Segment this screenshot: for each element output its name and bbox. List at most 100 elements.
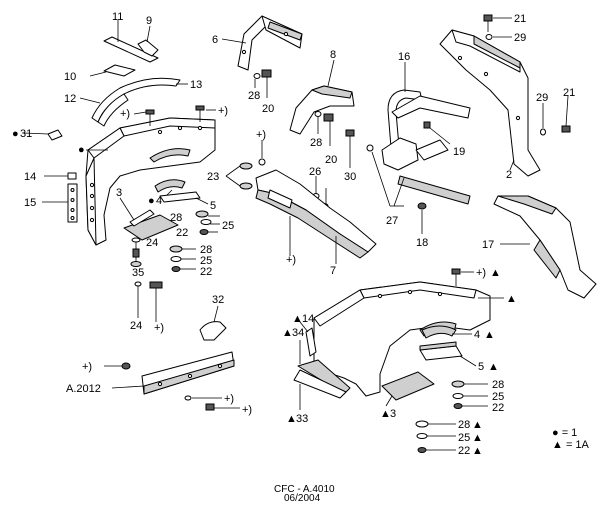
- plus-marker-i: +): [476, 267, 486, 279]
- callout-17: 17: [482, 239, 494, 251]
- bolt-top-variant: [451, 268, 474, 286]
- callout-3-tri-mark: ▲: [380, 408, 391, 420]
- callout-4-dot: ●: [148, 195, 155, 207]
- part-29-washer-a: [485, 34, 512, 40]
- callout-26: 26: [309, 166, 321, 178]
- callout-28-f-mark: ▲: [472, 419, 483, 431]
- part-28-washer-b: [314, 111, 322, 134]
- callout-3: 3: [116, 187, 122, 199]
- callout-28-e: 28: [492, 379, 504, 391]
- callout-14-tri-mark: ▲: [292, 313, 303, 325]
- part-24-bolt: [134, 281, 163, 322]
- callout-8: 8: [330, 49, 336, 61]
- callout-24-b: 24: [130, 320, 142, 332]
- part-30-bolt: [345, 129, 355, 168]
- part-10-pad: [89, 64, 136, 77]
- callout-4-a: 4: [156, 195, 162, 207]
- triangle-marker-b: ▲: [506, 293, 517, 305]
- callout-31-dot: ●: [12, 128, 19, 140]
- part-19-bolt: [423, 121, 451, 145]
- callout-9: 9: [146, 15, 152, 27]
- callout-4-tri-mark: ▲: [484, 329, 495, 341]
- part-3-bracket: [119, 197, 179, 241]
- legend-dot-entry: ● = 1: [552, 427, 577, 439]
- callout-29-b: 29: [536, 92, 548, 104]
- part-12-13-rail: [79, 77, 188, 127]
- callout-22-d: 22: [458, 445, 470, 457]
- part-14-variant: [299, 321, 317, 357]
- callout-13: 13: [190, 79, 202, 91]
- callout-20-b: 20: [325, 154, 337, 166]
- callout-18: 18: [416, 237, 428, 249]
- callout-31: 31: [20, 128, 32, 140]
- part-9-clip: [137, 25, 159, 57]
- part-32-bracket: [199, 305, 227, 341]
- callout-12: 12: [64, 93, 76, 105]
- callout-34-tri-mark: ▲: [282, 327, 293, 339]
- bolt-left-mid: [104, 362, 131, 370]
- callout-16: 16: [398, 51, 410, 63]
- plus-marker-h: +): [242, 404, 252, 416]
- left-fender: [85, 117, 216, 246]
- part-11-strip: [103, 20, 159, 63]
- callout-22-b: 22: [200, 266, 212, 278]
- callout-34-tri: 34: [292, 327, 304, 339]
- callout-32: 32: [212, 294, 224, 306]
- callout-28-f: 28: [458, 419, 470, 431]
- callout-25-a: 25: [222, 220, 234, 232]
- callout-10: 10: [64, 71, 76, 83]
- callout-28-a: 28: [248, 90, 260, 102]
- part-21-bolt-b: [561, 95, 571, 133]
- part-28-washer-a: [253, 73, 261, 88]
- callout-14-tri: 14: [302, 313, 314, 325]
- part-2-fender: [439, 29, 541, 177]
- part-20-bolt-a: [261, 69, 272, 98]
- part-20-bolt-b: [323, 113, 334, 146]
- panel-a2012: [111, 351, 235, 395]
- callout-3-tri: 3: [390, 408, 396, 420]
- callout-14: 14: [24, 171, 36, 183]
- callout-5-a: 5: [210, 200, 216, 212]
- callout-28-c: 28: [170, 212, 182, 224]
- fastener-stack-left: [195, 210, 220, 235]
- callout-2: 2: [506, 169, 512, 181]
- part-15-strip: [42, 183, 78, 223]
- part-7-support: [255, 169, 377, 264]
- part-4-variant: [421, 325, 472, 339]
- callout-33-tri: 33: [296, 413, 308, 425]
- fastener-column: [130, 237, 196, 272]
- callout-30: 30: [344, 171, 356, 183]
- callout-5-tri-mark: ▲: [488, 361, 499, 373]
- part-6-bracket: [221, 15, 303, 71]
- part-33-variant: [293, 369, 347, 410]
- part-27-stud: [366, 144, 405, 207]
- legend-triangle-entry: ▲ = 1A: [552, 439, 590, 451]
- callout-6: 6: [212, 34, 218, 46]
- part-29-washer-b: [540, 103, 546, 136]
- part-17-fender-lower: [493, 195, 597, 299]
- callout-29-a: 29: [514, 32, 526, 44]
- callout-25-d: 25: [458, 432, 470, 444]
- callout-11: 11: [112, 11, 123, 23]
- callout-25-b: 25: [200, 255, 212, 267]
- plus-marker-e: +): [286, 254, 296, 266]
- fastener-column-variant: [415, 420, 456, 453]
- part-18-nut: [417, 202, 427, 234]
- part-5-variant: [419, 341, 477, 367]
- plus-marker-a: +): [120, 108, 130, 120]
- plus-marker-g: +): [224, 393, 234, 405]
- top-bolt-right: [195, 105, 216, 122]
- callout-24-a: 24: [146, 237, 158, 249]
- part-21-bolt-a: [483, 14, 512, 32]
- part-14-plate: [44, 172, 77, 180]
- callout-4-tri: 4: [474, 329, 480, 341]
- callout-25-d-mark: ▲: [472, 432, 483, 444]
- footer-date: 06/2004: [284, 493, 321, 503]
- plus-marker-d: +): [154, 322, 164, 334]
- fastener-stack-variant: [451, 380, 488, 409]
- callout-7: 7: [330, 265, 336, 277]
- part-5-bar: [159, 191, 209, 205]
- footer-code: CFC - A.4010: [274, 484, 335, 495]
- part-8-bracket: [289, 59, 355, 135]
